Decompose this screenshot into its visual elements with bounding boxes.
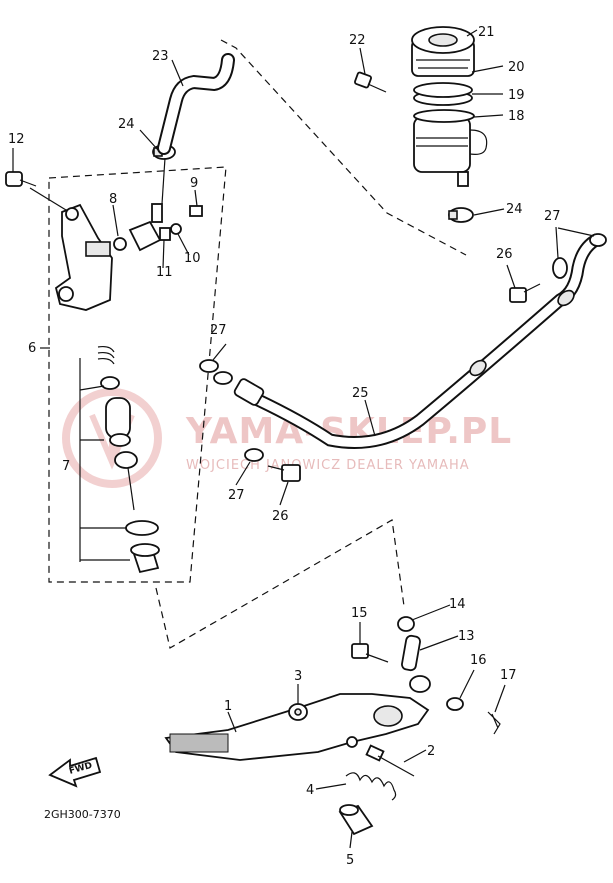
collar-11 xyxy=(159,227,171,241)
brake-pedal xyxy=(164,693,430,761)
reservoir-body xyxy=(413,116,471,173)
brake-hose-25 xyxy=(233,233,603,449)
callout-15: 15 xyxy=(351,606,368,621)
washer-27-a xyxy=(199,359,219,373)
nut-14 xyxy=(397,616,415,632)
screw-9 xyxy=(189,205,203,217)
callout-14: 14 xyxy=(449,597,466,612)
diagram-code: 2GH300-7370 xyxy=(44,808,121,821)
callout-24-upper: 24 xyxy=(118,117,135,132)
callout-numbers: 21 20 19 18 22 23 24 24 12 8 9 10 11 6 7… xyxy=(8,25,561,868)
piston xyxy=(105,397,131,439)
callout-7: 7 xyxy=(62,459,70,474)
oring-8 xyxy=(113,237,127,251)
bushing-5 xyxy=(338,804,374,836)
callout-10: 10 xyxy=(184,251,201,266)
callout-3: 3 xyxy=(294,669,302,684)
piston-spring xyxy=(97,345,115,365)
pedal-rubber xyxy=(169,733,229,753)
reservoir-hose-23 xyxy=(159,55,233,153)
callout-27-lower: 27 xyxy=(228,488,245,503)
pivot-shaft-2 xyxy=(365,744,415,777)
callout-26-upper: 26 xyxy=(496,247,513,262)
return-spring-4 xyxy=(345,772,397,801)
cotter-pin-17 xyxy=(487,711,501,735)
hose-joint-fitting xyxy=(128,220,162,252)
pedal-pivot-hole xyxy=(373,705,403,727)
hose-clamp-24-lower xyxy=(448,207,474,223)
union-bolt-26-upper xyxy=(509,283,541,303)
leader-lines xyxy=(12,29,516,849)
reservoir-outlet xyxy=(457,171,469,187)
callout-11: 11 xyxy=(156,265,173,280)
callout-27-left: 27 xyxy=(210,323,227,338)
assembly-dashed-lines xyxy=(48,39,467,649)
callout-24-lower: 24 xyxy=(506,202,523,217)
rod-end-13 xyxy=(401,634,431,693)
pedal-link-line xyxy=(155,519,405,649)
washer-27-b xyxy=(244,448,264,462)
washer-10 xyxy=(170,223,182,235)
watermark-logo-ring xyxy=(62,388,162,488)
push-rod xyxy=(127,467,135,511)
master-cylinder-kit-box xyxy=(48,166,227,583)
callout-27-right: 27 xyxy=(544,209,561,224)
forward-arrow: FWD xyxy=(48,756,102,788)
bolt-15 xyxy=(351,643,389,663)
reservoir-bracket xyxy=(469,129,488,155)
callout-16: 16 xyxy=(470,653,487,668)
callout-19: 19 xyxy=(508,88,525,103)
push-rod-boot xyxy=(114,451,138,469)
watermark-subtitle: WOJCIECH JANOWICZ DEALER YAMAHA xyxy=(186,458,470,473)
callout-2: 2 xyxy=(427,744,435,759)
callout-5: 5 xyxy=(346,853,354,868)
callout-1: 1 xyxy=(224,699,232,714)
callout-22: 22 xyxy=(349,33,366,48)
callout-25: 25 xyxy=(352,386,369,401)
callout-13: 13 xyxy=(458,629,475,644)
master-cylinder-body xyxy=(29,187,113,311)
piston-cup xyxy=(100,376,120,390)
piston-kit xyxy=(79,345,160,574)
nut-3 xyxy=(288,703,308,721)
union-bolt-26-lower xyxy=(267,464,301,482)
washer-27-c xyxy=(552,257,568,279)
callout-17: 17 xyxy=(500,668,517,683)
callout-12: 12 xyxy=(8,132,25,147)
washer-16 xyxy=(446,697,464,711)
callout-23: 23 xyxy=(152,49,169,64)
reservoir-plate xyxy=(413,109,475,123)
circlip xyxy=(125,520,159,536)
callout-20: 20 xyxy=(508,60,525,75)
copper-washers-27 xyxy=(199,226,607,462)
callout-18: 18 xyxy=(508,109,525,124)
hose-joint xyxy=(113,157,203,252)
callout-8: 8 xyxy=(109,192,117,207)
callout-9: 9 xyxy=(190,176,198,191)
hose-end-fitting xyxy=(233,378,265,406)
screw-22 xyxy=(354,71,387,93)
callout-4: 4 xyxy=(306,783,314,798)
bolt-12 xyxy=(5,171,37,187)
reservoir-assembly xyxy=(411,26,488,187)
callout-6: 6 xyxy=(28,341,36,356)
callout-21: 21 xyxy=(478,25,495,40)
callout-26-lower: 26 xyxy=(272,509,289,524)
